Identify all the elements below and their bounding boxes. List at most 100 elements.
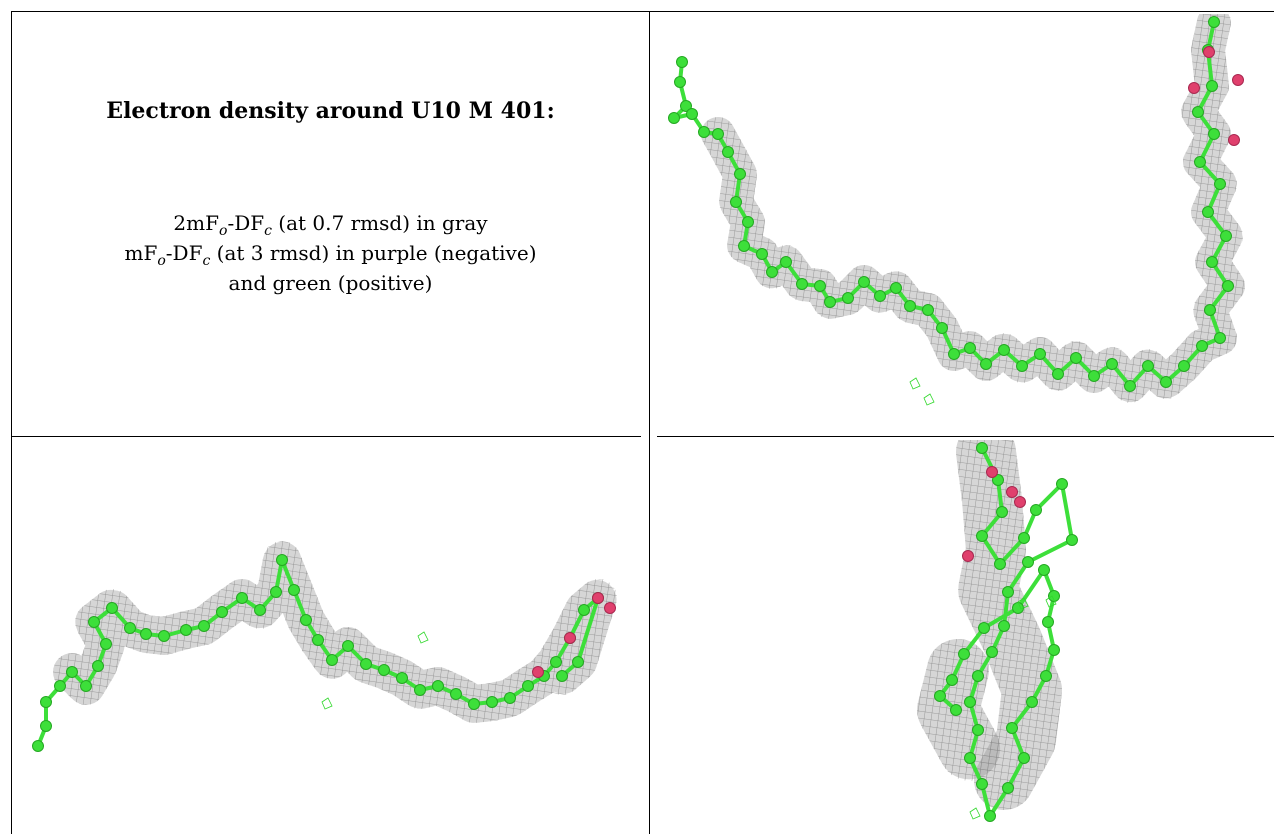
positive-density-blob <box>321 697 333 710</box>
caption-text: -DF <box>227 211 265 235</box>
molecule-view-bottom-right <box>917 440 1078 822</box>
atom <box>1214 178 1226 190</box>
density-mesh-outline <box>956 440 1062 810</box>
atom <box>1214 332 1226 344</box>
atom <box>276 554 288 566</box>
atom <box>936 322 948 334</box>
atom <box>92 660 104 672</box>
atom <box>668 112 680 124</box>
atom <box>198 620 210 632</box>
atom <box>698 126 710 138</box>
atom <box>1222 280 1234 292</box>
atom <box>976 778 988 790</box>
caption-line-2mfo: 2mFo-DFc (at 0.7 rmsd) in gray <box>12 208 649 246</box>
atom <box>712 128 724 140</box>
atom <box>998 620 1010 632</box>
atom <box>1208 128 1220 140</box>
atom <box>550 656 562 668</box>
atom <box>40 696 52 708</box>
atom <box>1206 80 1218 92</box>
atom <box>1196 340 1208 352</box>
density-panel-bottom-left <box>14 440 646 834</box>
oxygen-atom <box>1228 134 1240 146</box>
atom <box>450 688 462 700</box>
atom <box>1030 504 1042 516</box>
atom <box>674 76 686 88</box>
atom <box>396 672 408 684</box>
oxygen-atom <box>592 592 604 604</box>
atom <box>996 506 1008 518</box>
atom <box>414 684 426 696</box>
caption-subscript: o <box>219 223 228 239</box>
atom <box>1066 534 1078 546</box>
oxygen-atom <box>1014 496 1026 508</box>
atom <box>1038 564 1050 576</box>
atom <box>904 300 916 312</box>
atom <box>468 698 480 710</box>
atom <box>686 108 698 120</box>
atom <box>964 342 976 354</box>
caption-text: 2mF <box>173 211 219 235</box>
atom <box>1206 256 1218 268</box>
atom <box>1160 376 1172 388</box>
atom <box>106 602 118 614</box>
atom <box>874 290 886 302</box>
atom <box>796 278 808 290</box>
atom <box>734 168 746 180</box>
table-center-divider <box>649 11 650 834</box>
atom <box>946 674 958 686</box>
atom <box>270 586 282 598</box>
atom <box>1018 752 1030 764</box>
molecule-view-bottom-left <box>32 541 617 752</box>
atom <box>680 100 692 112</box>
atom <box>300 614 312 626</box>
atom <box>1056 478 1068 490</box>
atom <box>1006 722 1018 734</box>
atom <box>556 670 568 682</box>
atom <box>1002 586 1014 598</box>
table-middle-divider-right <box>657 436 1274 437</box>
oxygen-atom <box>532 666 544 678</box>
atom <box>922 304 934 316</box>
atom <box>1178 360 1190 372</box>
atom <box>1022 556 1034 568</box>
positive-density-blob <box>1017 597 1029 610</box>
atom <box>1026 696 1038 708</box>
atom <box>40 720 52 732</box>
atom <box>1202 206 1214 218</box>
molecule-view-top-right <box>668 14 1245 406</box>
atom <box>216 606 228 618</box>
atom <box>1124 380 1136 392</box>
atom <box>288 584 300 596</box>
positive-density-blob <box>969 807 981 820</box>
density-panel-top-right <box>652 14 1272 432</box>
atom <box>964 752 976 764</box>
oxygen-atom <box>986 466 998 478</box>
atom <box>1040 670 1052 682</box>
atom <box>88 616 100 628</box>
table-left-border <box>11 11 12 834</box>
atom <box>934 690 946 702</box>
oxygen-atom <box>962 550 974 562</box>
figure-table <box>11 11 1274 834</box>
atom <box>140 628 152 640</box>
atom <box>1220 230 1232 242</box>
oxygen-atom <box>1203 46 1215 58</box>
atom <box>342 640 354 652</box>
atom <box>976 530 988 542</box>
oxygen-atom <box>564 632 576 644</box>
atom <box>254 604 266 616</box>
positive-density-blob <box>909 377 921 390</box>
atom <box>1016 360 1028 372</box>
oxygen-atom <box>604 602 616 614</box>
atom <box>312 634 324 646</box>
atom <box>998 344 1010 356</box>
atom <box>578 604 590 616</box>
atom <box>486 696 498 708</box>
atom <box>948 348 960 360</box>
atom <box>950 704 962 716</box>
caption-subscript: c <box>264 223 272 239</box>
density-mesh-outline <box>701 14 1245 403</box>
caption-text: -DF <box>165 241 203 265</box>
atom <box>890 282 902 294</box>
